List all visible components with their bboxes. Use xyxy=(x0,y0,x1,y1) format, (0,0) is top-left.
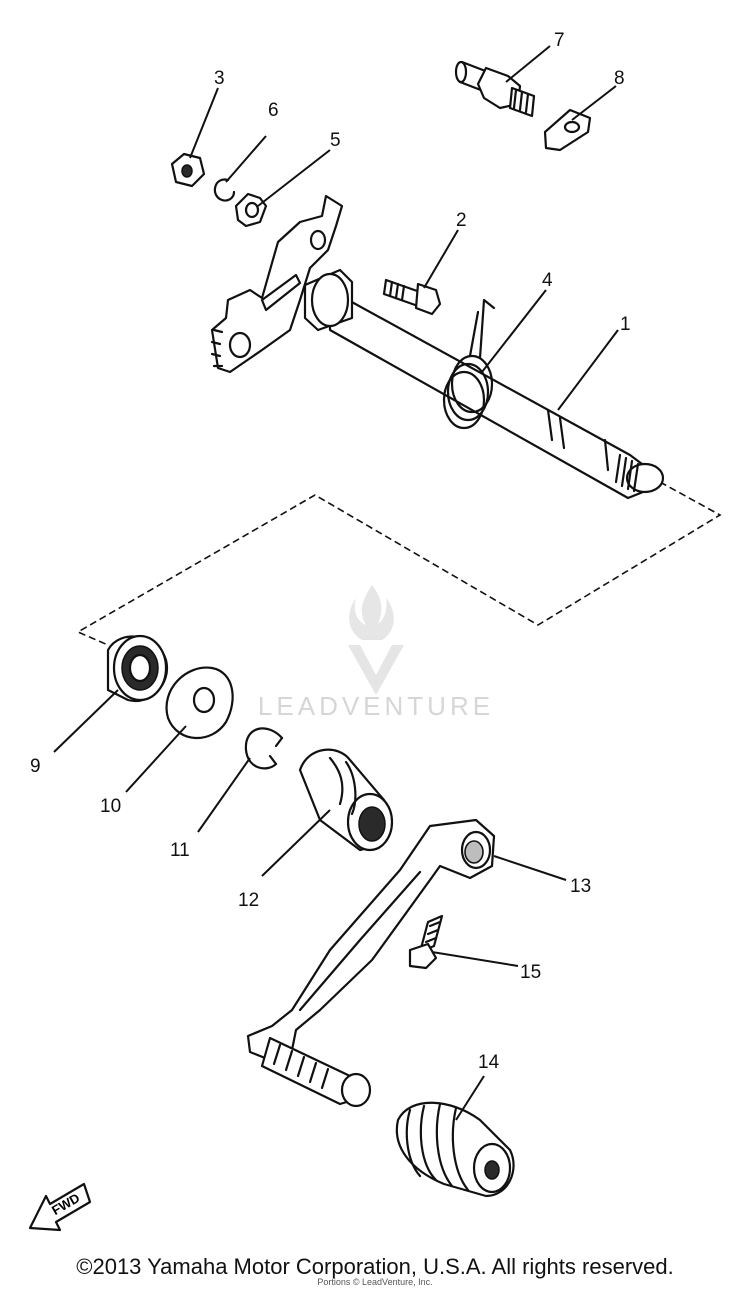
callout-7: 7 xyxy=(554,30,565,51)
callout-11: 11 xyxy=(170,840,190,861)
part-6-circlip xyxy=(213,178,236,202)
part-9-bearing xyxy=(106,634,169,703)
part-10-washer xyxy=(165,666,234,740)
part-13-shift-lever xyxy=(246,818,496,1108)
fwd-arrow-icon: FWD xyxy=(28,1182,92,1232)
callout-4: 4 xyxy=(542,270,553,291)
part-15-bolt xyxy=(408,914,444,970)
callout-8: 8 xyxy=(614,68,625,89)
part-11-circlip xyxy=(244,727,284,770)
callout-3: 3 xyxy=(214,68,225,89)
callout-14: 14 xyxy=(478,1052,500,1073)
callout-13: 13 xyxy=(570,876,591,897)
part-5-washer xyxy=(234,192,268,228)
small-credit: Portions © LeadVenture, Inc. xyxy=(317,1277,433,1287)
part-7-stud-bolt xyxy=(454,60,536,118)
assembly-dashed-line xyxy=(76,481,722,646)
part-12-collar xyxy=(298,748,394,852)
callout-12: 12 xyxy=(238,890,259,911)
copyright-notice: ©2013 Yamaha Motor Corporation, U.S.A. A… xyxy=(76,1254,674,1279)
part-4-spring xyxy=(442,298,496,430)
part-2-bolt xyxy=(382,278,442,316)
callout-1: 1 xyxy=(620,314,631,335)
callout-15: 15 xyxy=(520,962,541,983)
watermark-text: LEADVENTURE xyxy=(258,691,494,721)
callout-labels: 1 2 3 4 5 6 7 8 9 10 11 12 13 14 15 xyxy=(30,30,631,1073)
part-8-lock-plate xyxy=(543,108,592,152)
callout-6: 6 xyxy=(268,100,279,121)
part-1-shift-shaft xyxy=(210,194,665,500)
part-3-nut xyxy=(170,152,206,188)
callout-5: 5 xyxy=(330,130,341,151)
leader-lines xyxy=(53,45,619,1121)
callout-9: 9 xyxy=(30,756,41,777)
watermark-logo: LEADVENTURE xyxy=(258,585,494,721)
callout-2: 2 xyxy=(456,210,467,231)
callout-10: 10 xyxy=(100,796,121,817)
part-14-rubber xyxy=(395,1101,515,1198)
